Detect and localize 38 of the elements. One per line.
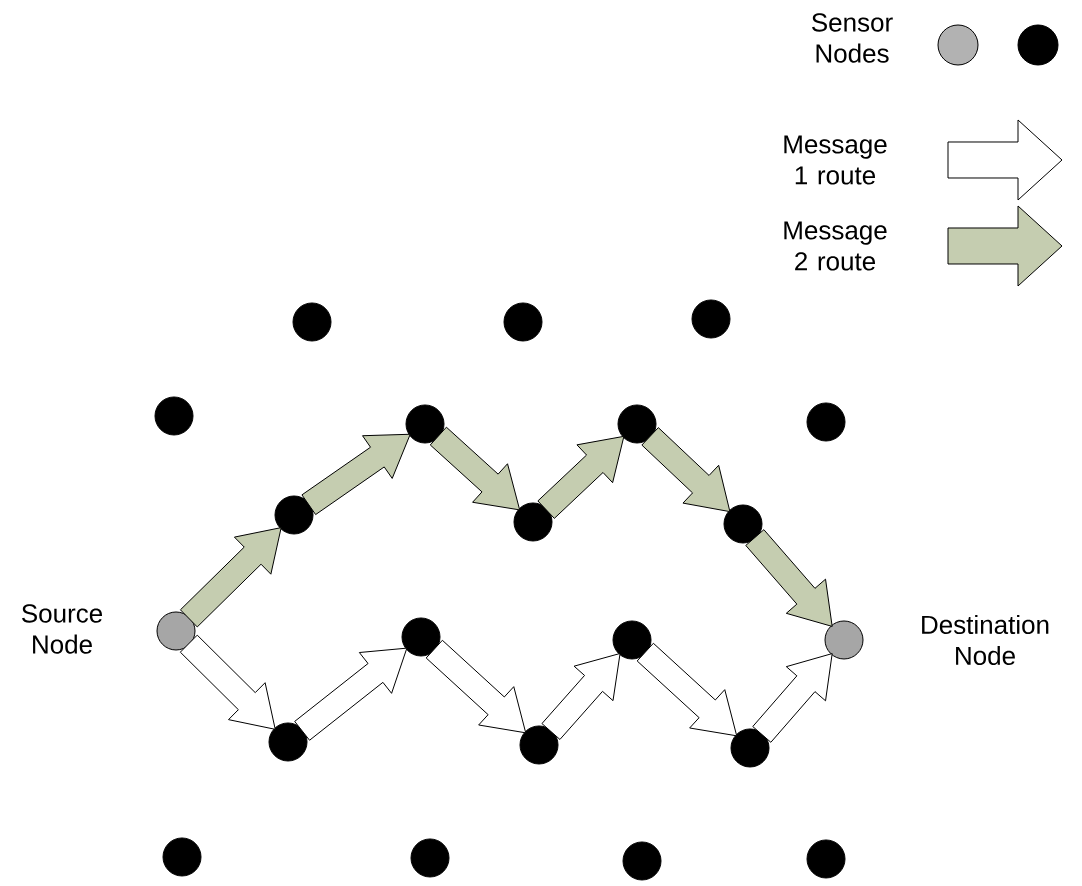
block-arrow [636,642,738,737]
sensor-node [405,404,445,444]
block-arrow [179,527,282,628]
legend-text: Sensor Nodes [812,13,893,63]
sensor-node [806,839,846,879]
block-arrow [429,426,521,511]
sensor-node [519,725,559,765]
block-arrow [745,529,833,627]
sensor-node [274,495,314,535]
end-node [156,611,196,651]
sensor-node [268,722,308,762]
sensor-node [617,404,657,444]
sensor-node [691,299,731,339]
sensor-node [292,302,332,342]
block-arrow [541,652,621,740]
sensor-node [622,841,662,881]
legend-text: Message 2 route [784,221,887,271]
node-label: Source Node [22,604,103,654]
node-label: Destination Node [922,614,1049,666]
sensor-node [612,620,652,660]
block-arrow [537,435,625,519]
block-arrow [641,427,731,513]
sensor-node [730,728,770,768]
block-arrow [752,653,833,743]
block-arrow [179,634,276,730]
block-arrow [425,639,527,734]
sensor-node [806,402,846,442]
legend-text: Message 1 route [784,135,887,185]
sensor-node [513,502,553,542]
sensor-node [401,617,441,657]
sensor-node [154,396,194,436]
sensor-node [162,837,202,877]
block-arrow [301,433,411,516]
block-arrow [294,647,408,741]
sensor-node [723,504,763,544]
sensor-node [410,838,450,878]
sensor-node [503,302,543,342]
end-node [824,620,864,660]
